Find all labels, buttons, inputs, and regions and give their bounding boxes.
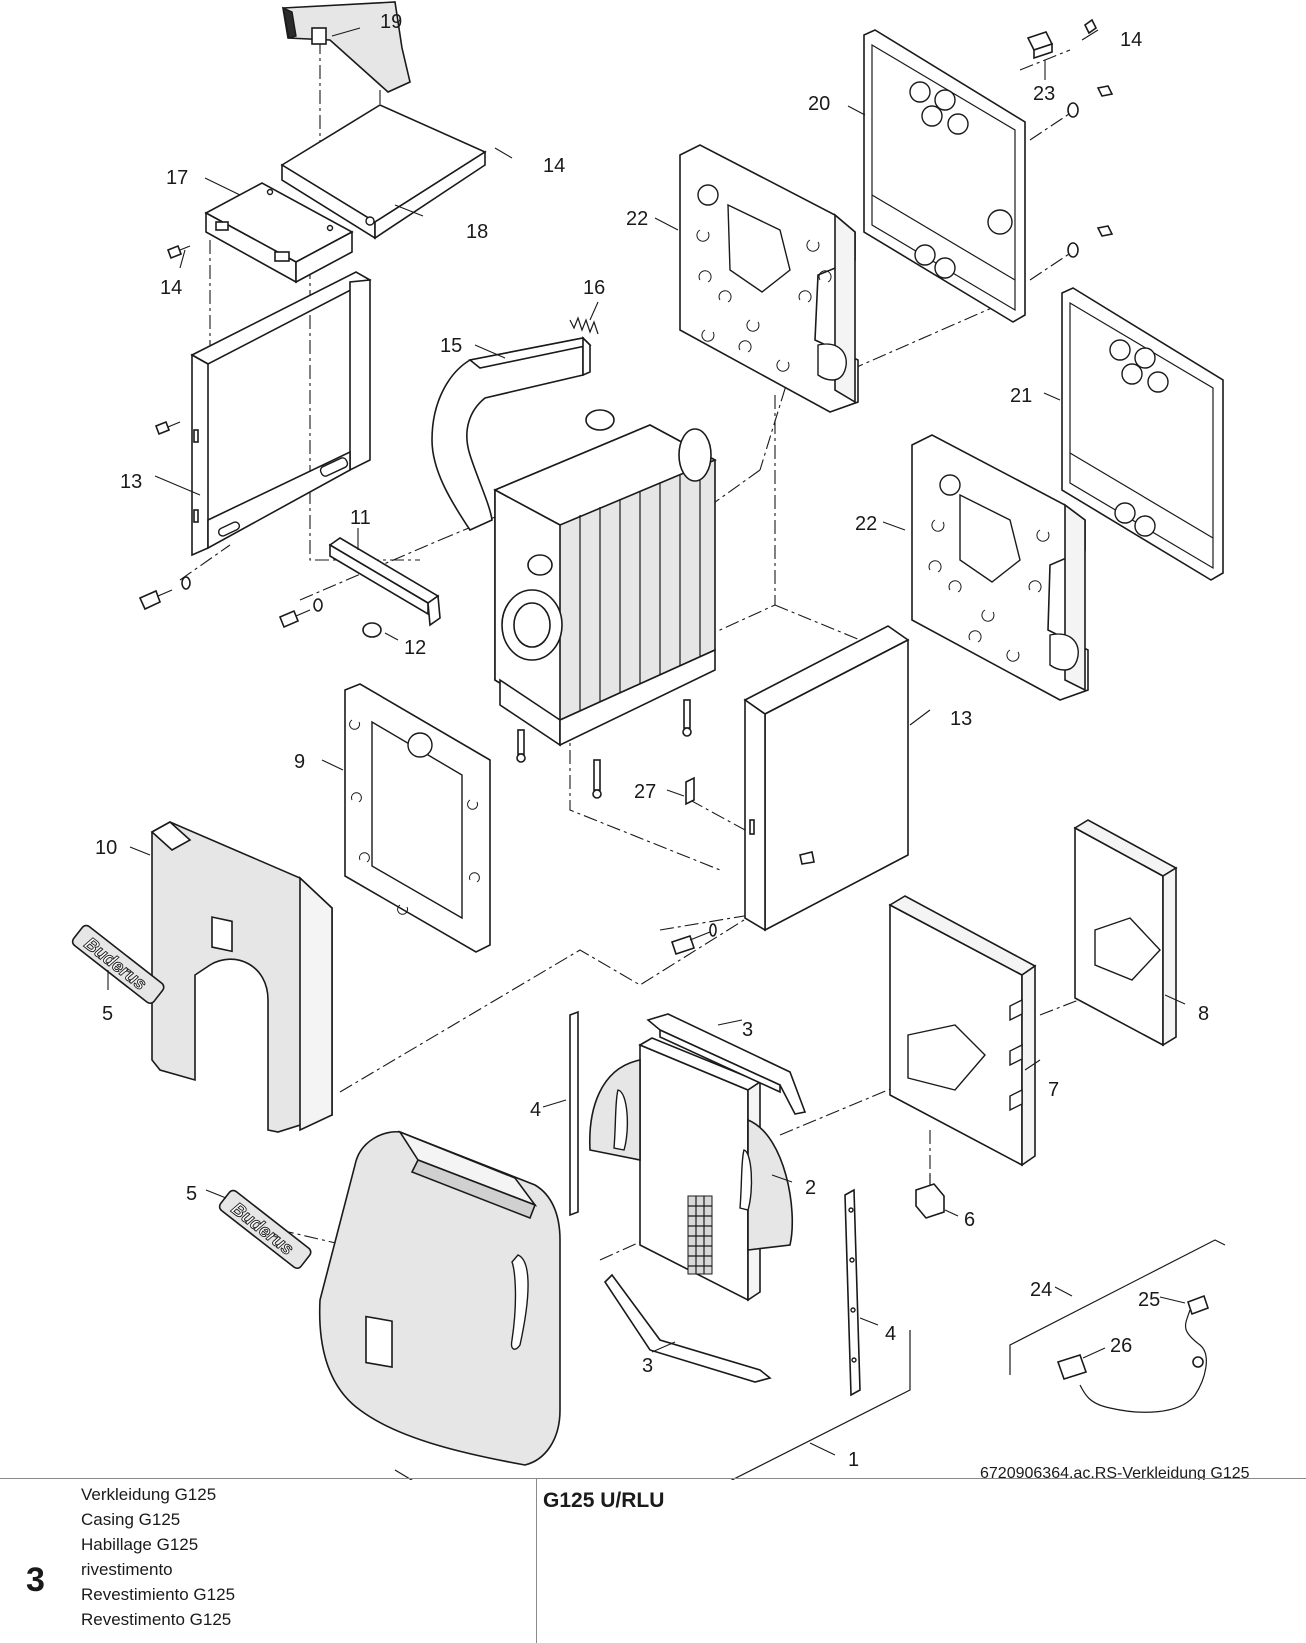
title-german: Verkleidung G125 xyxy=(81,1485,217,1504)
label-part-27: 27 xyxy=(634,781,656,803)
logo-plate-lower: Buderus xyxy=(218,1189,312,1270)
footer-divider xyxy=(536,1479,537,1643)
label-part-24: 24 xyxy=(1030,1279,1052,1301)
label-part-17: 17 xyxy=(166,167,188,189)
label-part-22-lower: 22 xyxy=(855,513,877,535)
boiler-block xyxy=(493,409,717,799)
logo-text-lower: Buderus xyxy=(228,1198,298,1259)
label-part-23: 23 xyxy=(1033,83,1055,105)
title-italian: rivestimento xyxy=(81,1560,173,1579)
title-french: Habillage G125 xyxy=(81,1535,199,1554)
footer-title-block: 3 Verkleidung G125 Casing G125 Habillage… xyxy=(0,1478,1306,1643)
model-label: G125 U/RLU xyxy=(543,1489,665,1512)
part-17-bracket xyxy=(204,182,354,284)
part-15-foam-wrap xyxy=(431,336,592,532)
part-22-foam-panel-upper xyxy=(679,144,859,413)
label-part-26: 26 xyxy=(1110,1335,1132,1357)
part-7-insulation-block xyxy=(888,895,1037,1167)
part-19-top-trim xyxy=(282,1,411,93)
part-2-insulation-shell xyxy=(588,1037,793,1302)
label-part-15: 15 xyxy=(440,335,462,357)
part-4-strip-right xyxy=(844,1188,861,1397)
label-part-18: 18 xyxy=(466,221,488,243)
part-8-insulation-block xyxy=(1073,819,1178,1047)
label-part-3-upper: 3 xyxy=(742,1019,753,1041)
part-3-bracket-upper xyxy=(646,1013,807,1115)
part-13-side-panel-right xyxy=(743,625,910,932)
label-part-20: 20 xyxy=(808,93,830,115)
label-part-6: 6 xyxy=(964,1209,975,1231)
title-english: Casing G125 xyxy=(81,1510,181,1529)
part-13-side-frame-left xyxy=(190,271,372,557)
part-24-cable-harness xyxy=(1056,1294,1210,1413)
label-part-25: 25 xyxy=(1138,1289,1160,1311)
leader-lines xyxy=(107,27,1186,1456)
label-part-21: 21 xyxy=(1010,385,1032,407)
label-part-3-lower: 3 xyxy=(642,1355,653,1377)
label-part-5-lower: 5 xyxy=(186,1183,197,1205)
part-16-spring xyxy=(569,316,599,335)
screws-left xyxy=(138,244,382,638)
label-part-4-right: 4 xyxy=(885,1323,896,1345)
part-10-front-cover-upper xyxy=(150,821,333,1133)
part-9-front-gasket xyxy=(344,683,491,953)
label-part-16: 16 xyxy=(583,277,605,299)
logo-text-upper: Buderus xyxy=(81,933,151,994)
exploded-parts-diagram: Buderus Buderus xyxy=(71,1,1250,1480)
part-4-strip-left xyxy=(569,1010,579,1217)
chapter-number: 3 xyxy=(26,1561,45,1599)
label-part-11: 11 xyxy=(350,507,371,529)
title-portuguese: Revestimento G125 xyxy=(81,1610,232,1629)
label-part-14-left: 14 xyxy=(160,277,182,299)
label-part-19: 19 xyxy=(380,11,402,33)
label-part-2: 2 xyxy=(805,1177,816,1199)
label-part-10: 10 xyxy=(95,837,117,859)
part-27-clip xyxy=(670,776,815,956)
part-18-top-plate xyxy=(280,104,487,240)
part-21-back-plate xyxy=(1061,287,1224,581)
label-part-13-left: 13 xyxy=(120,471,142,493)
label-part-22-upper: 22 xyxy=(626,208,648,230)
title-list: Verkleidung G125 Casing G125 Habillage G… xyxy=(81,1482,235,1632)
label-part-1: 1 xyxy=(848,1449,859,1471)
part-11-rail xyxy=(328,537,441,627)
label-part-12: 12 xyxy=(404,637,426,659)
part-3-bracket-lower xyxy=(603,1273,772,1383)
label-part-14-top: 14 xyxy=(543,155,565,177)
part-22-foam-panel-lower xyxy=(911,434,1089,701)
label-part-13-right: 13 xyxy=(950,708,972,730)
label-part-9: 9 xyxy=(294,751,305,773)
label-part-5-upper: 5 xyxy=(102,1003,113,1025)
label-part-7: 7 xyxy=(1048,1079,1059,1101)
part-23-clip xyxy=(1026,18,1114,258)
drawing-reference: 6720906364.ac.RS-Verkleidung G125 xyxy=(980,1465,1250,1480)
label-part-14-right: 14 xyxy=(1120,29,1142,51)
part-20-back-plate xyxy=(863,29,1026,323)
title-spanish: Revestimiento G125 xyxy=(81,1585,236,1604)
group-brackets xyxy=(394,1239,1226,1480)
label-part-4-left: 4 xyxy=(530,1099,541,1121)
label-part-8: 8 xyxy=(1198,1003,1209,1025)
part-6-plug xyxy=(915,1175,945,1219)
part-1-front-hood xyxy=(318,1130,561,1466)
part-labels: 19 17 18 14 14 13 11 12 15 16 20 22 14 2… xyxy=(95,11,1250,1480)
